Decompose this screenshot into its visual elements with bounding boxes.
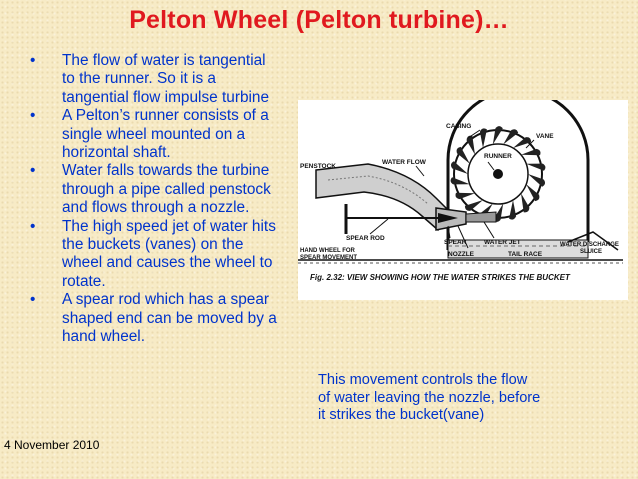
label-penstock: PENSTOCK — [300, 163, 336, 170]
explanation-caption: This movement controls the flow of water… — [318, 372, 618, 425]
tail-race — [447, 239, 589, 259]
leader-water-jet — [483, 221, 495, 239]
figure-caption: Fig. 2.32: VIEW SHOWING HOW THE WATER ST… — [310, 273, 571, 282]
bullet-line: A Pelton’s runner consists of a — [62, 107, 269, 125]
bullet-line: rotate. — [62, 272, 106, 290]
label-casing: CASING — [446, 123, 471, 130]
label-nozzle: NOZZLE — [448, 251, 475, 258]
bullet-line: The flow of water is tangential — [62, 52, 266, 69]
label-hand-wheel-2: SPEAR MOVEMENT — [300, 255, 357, 261]
runner-bucket — [526, 163, 546, 171]
bullet-line: A spear rod which has a spear — [62, 291, 270, 309]
runner-bucket — [456, 146, 470, 164]
bullet-line: The high speed jet of water hits — [62, 217, 276, 235]
label-discharge-2: SLUICE — [580, 249, 602, 255]
runner-bucket — [450, 161, 468, 174]
label-hand-wheel-1: HAND WHEEL FOR — [300, 248, 356, 254]
water-jet — [465, 211, 497, 223]
casing-outline — [446, 100, 590, 250]
bullet-line: Water falls towards the turbine — [62, 162, 270, 180]
label-vane: VANE — [536, 133, 554, 140]
bullet-line: and flows through a nozzle. — [62, 199, 250, 217]
caption-line: This movement controls the flow — [318, 372, 528, 388]
bullet-line: through a pipe called penstock — [62, 180, 271, 198]
caption-line: it strikes the bucket(vane) — [318, 407, 485, 424]
bullet-marker: • — [30, 162, 36, 180]
slide-date: 4 November 2010 — [4, 438, 100, 452]
runner-bucket — [479, 128, 487, 148]
leader-vane — [525, 139, 535, 149]
bullet-line: wheel and causes the wheel to — [62, 254, 273, 272]
runner-shaft — [493, 169, 503, 179]
slide-title: Pelton Wheel (Pelton turbine)… — [129, 6, 509, 34]
bullet-line: to the runner. So it is a — [62, 70, 216, 88]
runner-bucket — [528, 174, 546, 187]
bullet-marker: • — [30, 291, 36, 309]
label-runner: RUNNER — [484, 153, 512, 160]
pelton-wheel-diagram: CASING VANE RUNNER WATER FLOW PENSTOCK S… — [298, 100, 623, 282]
label-discharge-1: WATER DISCHARGE — [560, 242, 619, 248]
bullet-line: shaped end can be moved by a — [62, 309, 277, 327]
penstock-flow — [327, 175, 429, 205]
label-spear-rod: SPEAR ROD — [346, 235, 385, 242]
bullet-marker: • — [30, 52, 36, 69]
runner-bucket — [503, 129, 519, 145]
runner-bucket — [492, 126, 503, 145]
leader-casing — [467, 129, 481, 139]
leader-nozzle — [457, 225, 469, 249]
label-spear: SPEAR — [444, 239, 467, 246]
bullet-marker: • — [30, 107, 36, 125]
bullet-marker: • — [30, 217, 36, 235]
runner-bucket — [521, 193, 530, 213]
label-water-flow: WATER FLOW — [382, 159, 427, 166]
pelton-wheel-figure: CASING VANE RUNNER WATER FLOW PENSTOCK S… — [298, 100, 628, 300]
bullet-line: hand wheel. — [62, 328, 146, 346]
runner-bucket — [513, 137, 532, 148]
runner-bucket — [464, 200, 483, 211]
bullet-line: the buckets (vanes) on the — [62, 236, 244, 254]
bullet-line: single wheel mounted on a — [62, 125, 246, 143]
penstock-pipe — [315, 163, 451, 232]
label-water-jet: WATER JET — [484, 239, 521, 246]
leader-water-flow — [415, 165, 425, 177]
leader-runner — [487, 161, 495, 171]
runner-bucket — [509, 200, 517, 220]
label-tail-race: TAIL RACE — [508, 251, 543, 258]
bullet-line: horizontal shaft. — [62, 144, 171, 162]
bullet-line: tangential flow impulse turbine — [62, 88, 270, 106]
leader-spear-rod — [369, 218, 389, 235]
runner-bucket — [466, 135, 475, 155]
runner-bucket — [521, 148, 541, 156]
discharge-sluice — [567, 231, 619, 251]
leader-spear — [447, 225, 451, 239]
runner-bucket — [455, 192, 475, 200]
spear-tip — [438, 213, 458, 223]
runner-vanes — [450, 126, 546, 222]
caption-line: of water leaving the nozzle, before — [318, 389, 541, 406]
runner-bucket — [526, 184, 540, 202]
runner-bucket — [450, 177, 470, 185]
